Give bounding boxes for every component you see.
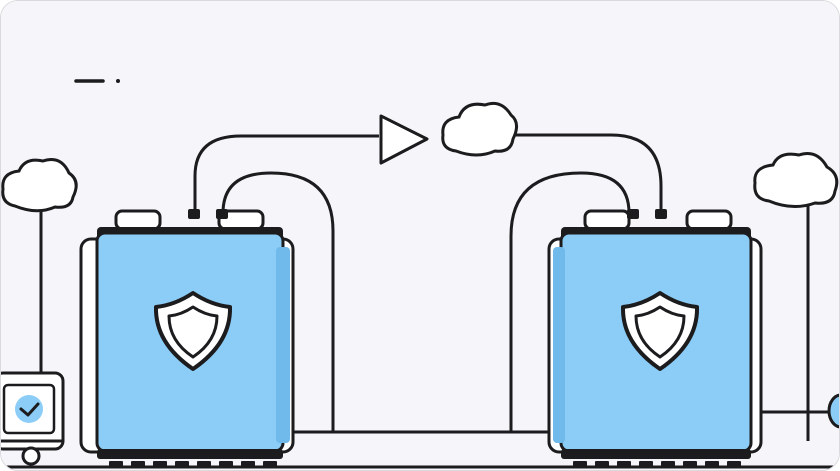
- server-right: [547, 209, 763, 467]
- dash-icon: [74, 79, 120, 83]
- cable-left-to-arrow: [193, 134, 379, 213]
- cable-cloud-to-right: [515, 133, 663, 213]
- arrow-right-icon: [379, 114, 429, 165]
- right-cloud-pole: [753, 152, 839, 441]
- left-cloud-pole: [1, 158, 78, 379]
- cloud-icon: [1, 158, 78, 213]
- shield-icon: [620, 291, 700, 371]
- server-feet: [573, 461, 741, 467]
- server-left: [79, 209, 295, 467]
- cloud-icon: [441, 101, 518, 157]
- monitor-icon: [1, 371, 65, 466]
- checkmark-icon: [15, 395, 43, 423]
- cable-right-loop: [509, 171, 631, 432]
- cable-left-loop: [221, 171, 335, 432]
- cloud-icon: [753, 152, 839, 208]
- edge-device: [827, 393, 839, 429]
- server-feet: [109, 461, 277, 467]
- shield-icon: [153, 291, 233, 371]
